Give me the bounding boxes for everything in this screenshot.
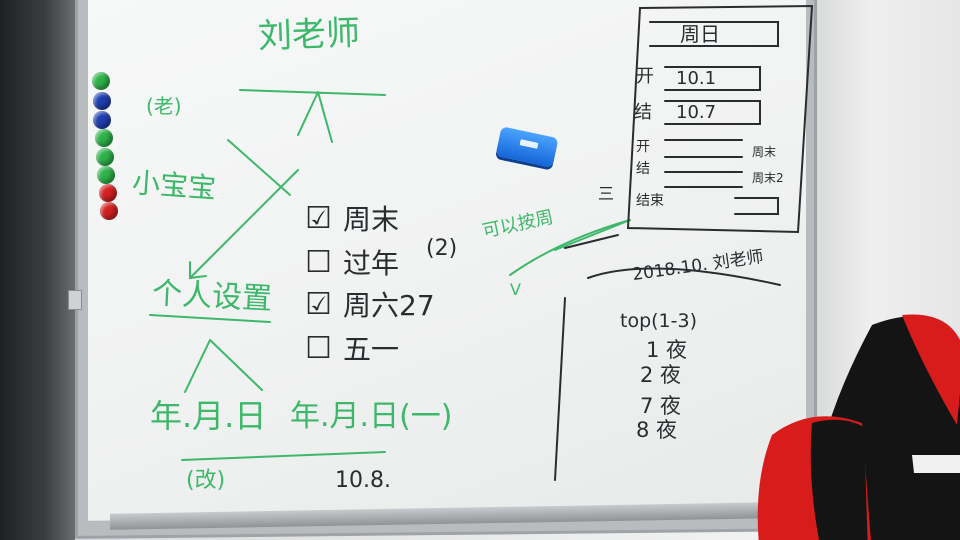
list-item: 1 夜 <box>646 338 688 362</box>
magnet-blue <box>93 111 111 129</box>
panel-title: 周日 <box>680 22 720 46</box>
gaming-chair <box>757 314 960 540</box>
magnet-red <box>100 202 118 220</box>
magnet-green <box>96 148 114 166</box>
bracket-note: (老) <box>146 94 182 118</box>
left-wall <box>0 0 75 540</box>
stroke-arrow-right <box>509 219 631 276</box>
panel-row-value: 10.7 <box>676 102 717 123</box>
stroke-underline-2 <box>181 451 386 461</box>
panel-row-label: 结束 <box>636 193 664 209</box>
magnet-green <box>95 129 113 147</box>
checkbox-label: 五一 <box>343 333 400 366</box>
chair-logo-patch <box>912 455 960 473</box>
date-example: 10.8. <box>335 468 391 493</box>
magnet-blue <box>93 92 111 110</box>
panel-row-label: 开 <box>636 139 650 155</box>
checkbox-box: ☐ <box>305 245 332 280</box>
stroke-line <box>227 139 291 196</box>
list-item: 7 夜 <box>640 394 682 418</box>
frame-clip <box>68 290 82 310</box>
chair-stripe <box>810 419 868 540</box>
panel-row-value: 10.1 <box>676 68 717 89</box>
vertical-divider <box>554 297 566 481</box>
checkbox-box: ☑ <box>305 287 332 322</box>
date-format-label: 年.月.日 <box>150 397 267 435</box>
panel-row-label: 结 <box>636 161 650 177</box>
checkbox-box: ☐ <box>305 331 332 366</box>
checkbox-label: 周六27 <box>343 289 435 322</box>
panel-row-label: 结 <box>634 102 652 123</box>
check-mark: V <box>510 280 521 299</box>
list-header: top(1-3) <box>620 310 697 332</box>
stroke-arrow <box>189 169 299 279</box>
panel-row-label: 开 <box>636 66 654 87</box>
panel-outline <box>626 4 814 234</box>
panel-title-box <box>649 21 779 47</box>
panel-small-box <box>734 197 779 215</box>
stroke-underline <box>149 314 271 323</box>
checkbox-box: ☑ <box>305 201 332 236</box>
green-strokes <box>149 89 631 461</box>
magnet-red <box>99 184 117 202</box>
date-format-weekday: 年.月.日(一) <box>290 399 453 434</box>
stroke-arrowhead <box>189 261 207 279</box>
connector-line <box>564 234 619 249</box>
stroke-branch-2 <box>184 339 263 393</box>
list-item: 8 夜 <box>636 418 678 442</box>
stroke-underline-title <box>239 89 386 96</box>
panel-row-box <box>664 100 761 125</box>
chair-red-panel <box>902 314 960 425</box>
checkbox-label: 周末 <box>343 203 400 236</box>
panel-row-box <box>664 66 761 91</box>
dark-strokes <box>554 4 814 481</box>
checkbox-label: 过年 <box>343 247 400 280</box>
panel-row-lines <box>664 139 743 188</box>
panel-right-note: 周末 <box>752 145 777 159</box>
signature-curve <box>587 267 781 286</box>
magnet-green <box>92 72 110 90</box>
teacher-name: 刘老师 <box>257 13 361 57</box>
list-item: 2 夜 <box>640 363 682 387</box>
panel-right-note: 周末2 <box>752 171 784 185</box>
option-count: (2) <box>426 236 458 261</box>
parenthesis-note: (改) <box>186 468 226 493</box>
panel-count-mark: 三 <box>598 184 615 203</box>
person-setting-label: 个人设置 <box>151 275 273 318</box>
magnet-green <box>97 166 115 184</box>
small-child-label: 小宝宝 <box>130 166 218 205</box>
stroke-line-2 <box>554 219 631 251</box>
stroke-branch <box>297 91 333 143</box>
